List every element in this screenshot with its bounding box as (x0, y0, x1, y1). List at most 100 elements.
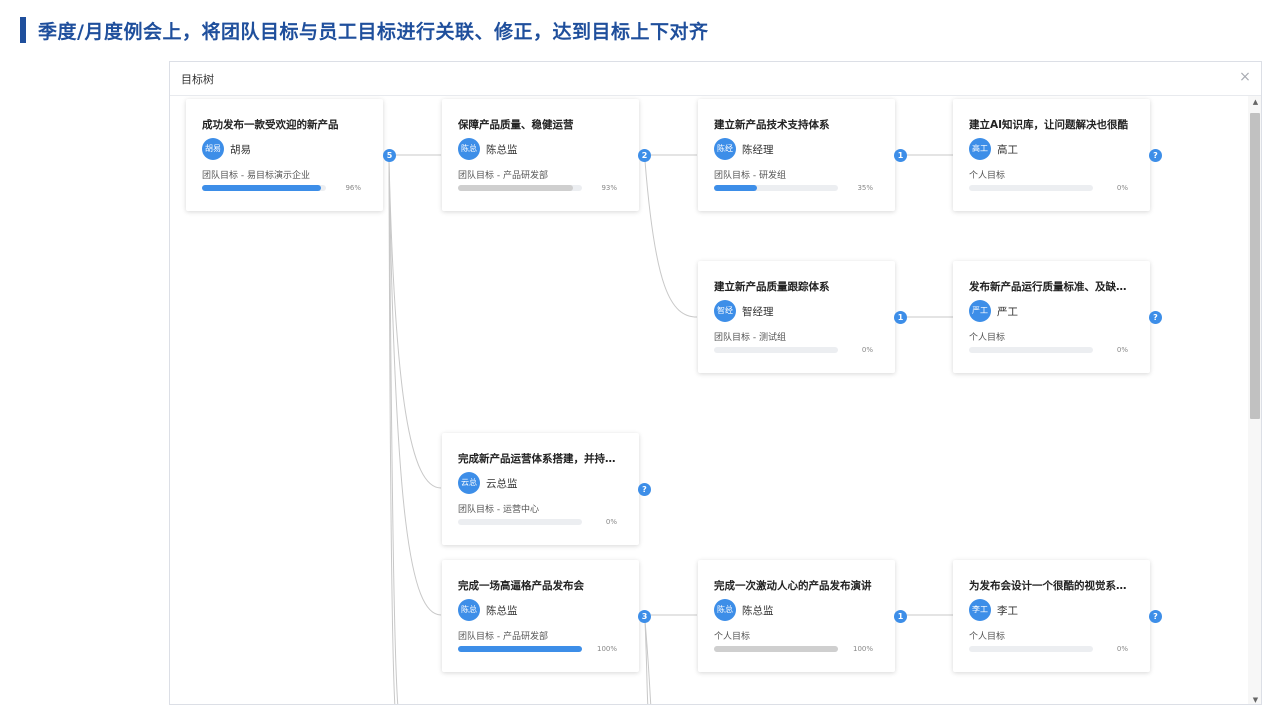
goal-card[interactable]: 保障产品质量、稳健运营 陈总 陈总监 团队目标 - 产品研发部 93% (442, 99, 639, 211)
progress-bar (969, 185, 1093, 191)
goal-type: 团队目标 - 产品研发部 (458, 632, 548, 642)
goal-type: 个人目标 (969, 171, 1006, 181)
child-count-badge[interactable]: 1 (894, 610, 907, 623)
help-icon[interactable]: ? (638, 483, 651, 496)
goal-title: 建立AI知识库，让问题解决也很酷 (969, 119, 1129, 131)
goal-card[interactable]: 建立AI知识库，让问题解决也很酷 高工 高工 个人目标 0% (953, 99, 1150, 211)
goal-type: 团队目标 - 产品研发部 (458, 171, 548, 181)
goal-type: 团队目标 - 研发组 (714, 171, 786, 181)
goal-owner: 陈总监 (742, 605, 774, 617)
goal-type: 团队目标 - 运营中心 (458, 505, 539, 515)
connector-c1-c8 (388, 160, 442, 616)
goal-type: 个人目标 (969, 333, 1006, 343)
connector-c1-more-2 (388, 160, 396, 704)
avatar: 陈经 (714, 138, 736, 160)
child-count-badge[interactable]: 1 (894, 311, 907, 324)
progress-bar (714, 185, 838, 191)
connector-c2-c5 (644, 160, 698, 318)
progress-percent: 93% (601, 184, 617, 192)
progress-bar (969, 646, 1093, 652)
vertical-scrollbar[interactable]: ▲ ▼ (1248, 96, 1261, 704)
slide-title: 季度/月度例会上，将团队目标与员工目标进行关联、修正，达到目标上下对齐 (38, 20, 709, 43)
progress-fill (458, 185, 574, 191)
goal-card[interactable]: 成功发布一款受欢迎的新产品 胡易 胡易 团队目标 - 易目标演示企业 96% (186, 99, 383, 211)
child-count-badge[interactable]: 3 (638, 610, 651, 623)
connector-c8-more-1 (644, 620, 652, 704)
goal-title: 完成新产品运营体系搭建，并持… (458, 453, 616, 465)
close-icon[interactable]: × (1239, 69, 1251, 85)
goal-owner: 云总监 (486, 478, 518, 490)
goal-card[interactable]: 为发布会设计一个很酷的视觉系… 李工 李工 个人目标 0% (953, 560, 1150, 672)
progress-fill (714, 646, 838, 652)
progress-bar (458, 519, 582, 525)
goal-owner: 陈总监 (486, 605, 518, 617)
progress-bar (202, 185, 326, 191)
tree-connectors (388, 154, 953, 704)
avatar: 陈总 (458, 599, 480, 621)
avatar: 高工 (969, 138, 991, 160)
goal-type: 团队目标 - 易目标演示企业 (202, 171, 310, 181)
goal-title: 保障产品质量、稳健运营 (458, 119, 574, 131)
goal-title: 为发布会设计一个很酷的视觉系… (969, 580, 1127, 592)
avatar: 智经 (714, 300, 736, 322)
avatar: 严工 (969, 300, 991, 322)
goal-owner: 高工 (997, 144, 1018, 156)
connector-c8-more-2 (644, 620, 649, 704)
goal-title: 发布新产品运行质量标准、及缺… (969, 281, 1127, 293)
goal-owner: 胡易 (230, 144, 251, 156)
goal-card[interactable]: 建立新产品质量跟踪体系 智经 智经理 团队目标 - 测试组 0% (698, 261, 895, 373)
dialog-header: 目标树 × (170, 62, 1261, 96)
goal-title: 建立新产品技术支持体系 (714, 119, 830, 131)
child-count-badge[interactable]: 1 (894, 149, 907, 162)
progress-percent: 35% (857, 184, 873, 192)
progress-fill (202, 185, 322, 191)
goal-title: 完成一场高逼格产品发布会 (458, 580, 584, 592)
progress-percent: 0% (1116, 346, 1128, 354)
heading-accent-bar (20, 17, 26, 43)
goal-type: 个人目标 (969, 632, 1006, 642)
goal-type: 个人目标 (714, 632, 751, 642)
goal-card[interactable]: 完成一场高逼格产品发布会 陈总 陈总监 团队目标 - 产品研发部 100% (442, 560, 639, 672)
child-count-badge[interactable]: 2 (638, 149, 651, 162)
progress-percent: 0% (1116, 645, 1128, 653)
child-count-badge[interactable]: 5 (383, 149, 396, 162)
goal-title: 建立新产品质量跟踪体系 (714, 281, 830, 293)
progress-percent: 0% (861, 346, 873, 354)
avatar: 陈总 (714, 599, 736, 621)
goal-owner: 严工 (997, 306, 1018, 318)
progress-bar (458, 646, 582, 652)
progress-fill (714, 185, 758, 191)
goal-title: 完成一次激动人心的产品发布演讲 (714, 580, 872, 592)
goal-type: 团队目标 - 测试组 (714, 333, 786, 343)
progress-bar (969, 347, 1093, 353)
connector-c1-more-1 (388, 160, 399, 704)
scroll-down-arrow-icon[interactable]: ▼ (1252, 696, 1259, 704)
progress-percent: 0% (1116, 184, 1128, 192)
progress-percent: 100% (596, 645, 617, 653)
connector-c1-c7 (388, 160, 442, 489)
goal-card[interactable]: 完成新产品运营体系搭建，并持… 云总 云总监 团队目标 - 运营中心 0% (442, 433, 639, 545)
avatar: 李工 (969, 599, 991, 621)
goal-card[interactable]: 发布新产品运行质量标准、及缺… 严工 严工 个人目标 0% (953, 261, 1150, 373)
help-icon[interactable]: ? (1149, 610, 1162, 623)
progress-percent: 0% (605, 518, 617, 526)
progress-percent: 100% (852, 645, 873, 653)
scrollbar-thumb[interactable] (1250, 113, 1260, 419)
goal-tree-dialog: 目标树 × (169, 61, 1262, 705)
progress-bar (714, 646, 838, 652)
tree-canvas: 成功发布一款受欢迎的新产品 胡易 胡易 团队目标 - 易目标演示企业 96% 5… (170, 96, 1248, 704)
goal-card[interactable]: 建立新产品技术支持体系 陈经 陈经理 团队目标 - 研发组 35% (698, 99, 895, 211)
progress-percent: 96% (345, 184, 361, 192)
help-icon[interactable]: ? (1149, 149, 1162, 162)
goal-card[interactable]: 完成一次激动人心的产品发布演讲 陈总 陈总监 个人目标 100% (698, 560, 895, 672)
scroll-up-arrow-icon[interactable]: ▲ (1252, 98, 1259, 106)
avatar: 胡易 (202, 138, 224, 160)
goal-owner: 陈总监 (486, 144, 518, 156)
progress-fill (458, 646, 582, 652)
goal-owner: 智经理 (742, 306, 774, 318)
avatar: 云总 (458, 472, 480, 494)
avatar: 陈总 (458, 138, 480, 160)
goal-owner: 李工 (997, 605, 1018, 617)
progress-bar (714, 347, 838, 353)
help-icon[interactable]: ? (1149, 311, 1162, 324)
